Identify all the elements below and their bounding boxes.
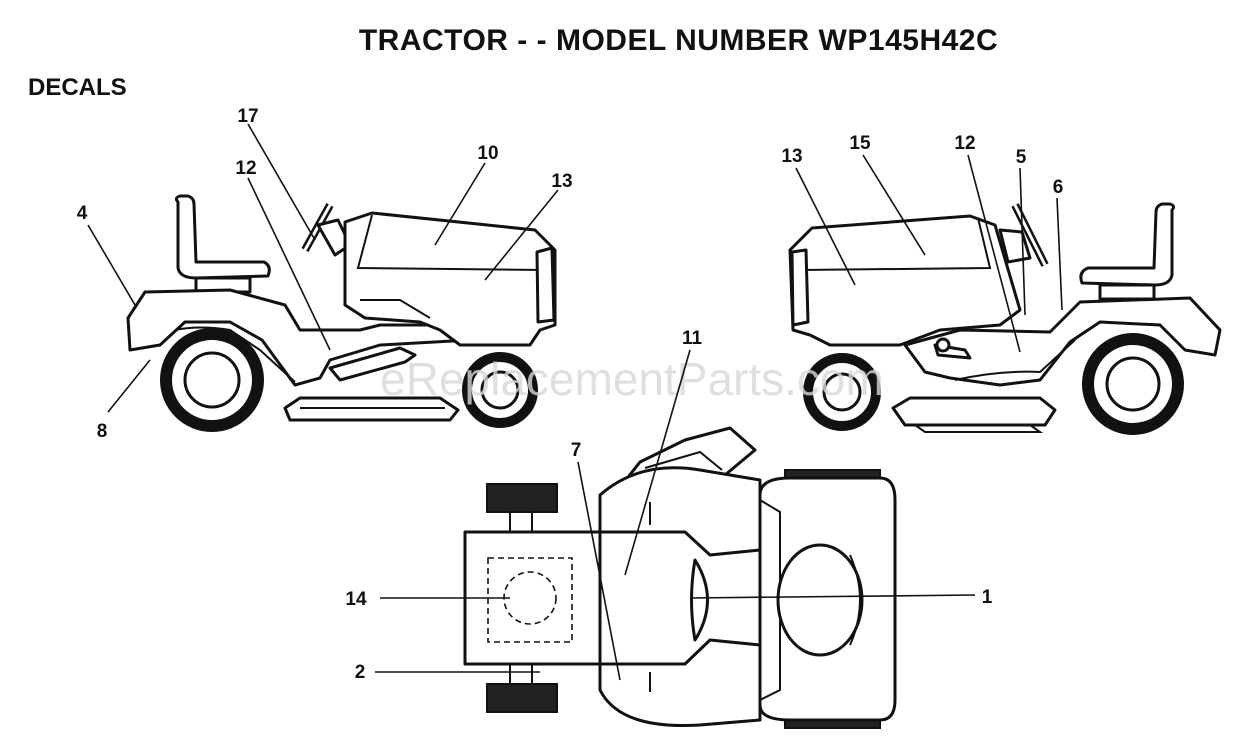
callouts-left-view: 17 12 10 13 4 8 — [77, 106, 573, 442]
callout-5: 5 — [1016, 147, 1027, 168]
callout-15: 15 — [849, 133, 871, 154]
callout-1: 1 — [982, 587, 993, 608]
callouts-right-view: 13 15 12 5 6 — [781, 133, 1063, 198]
callout-14: 14 — [345, 589, 367, 610]
leader-lines — [87, 123, 1063, 681]
tractor-left-view — [126, 194, 557, 432]
watermark: eReplacementParts.com — [380, 353, 884, 405]
callout-12: 12 — [954, 133, 975, 154]
callouts-top-view: 11 7 14 1 2 — [345, 328, 992, 683]
callout-10: 10 — [477, 143, 498, 164]
tractor-top-view — [463, 426, 897, 729]
callout-13: 13 — [781, 146, 802, 167]
callout-4: 4 — [77, 203, 88, 224]
callout-2: 2 — [355, 662, 366, 683]
callout-11: 11 — [682, 328, 703, 349]
diagram-title: TRACTOR - - MODEL NUMBER WP145H42C — [358, 24, 999, 57]
callout-12: 12 — [235, 158, 256, 179]
callout-8: 8 — [97, 421, 108, 442]
callout-13: 13 — [551, 171, 572, 192]
callout-7: 7 — [571, 440, 582, 461]
tractor-right-view — [788, 202, 1222, 435]
callout-17: 17 — [237, 106, 258, 127]
section-label: DECALS — [28, 74, 127, 101]
callout-6: 6 — [1053, 177, 1064, 198]
